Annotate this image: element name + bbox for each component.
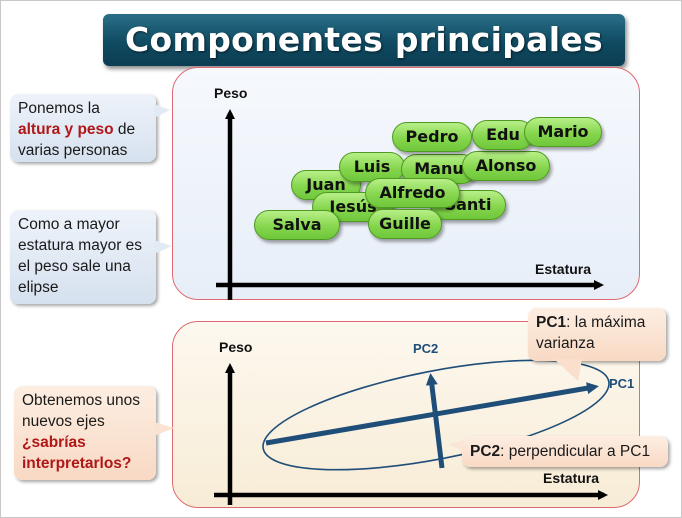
bottom-y-axis-label: Peso <box>219 339 252 355</box>
callout-pc2-text: : perpendicular a PC1 <box>500 443 651 460</box>
callout-height-weight: Ponemos la altura y peso de varias perso… <box>10 94 170 162</box>
callout-height-weight-mid: de <box>113 121 136 138</box>
callout-new-axes: Obtenemos unos nuevos ejes ¿sabrías inte… <box>14 386 174 480</box>
point-luis: Luis <box>339 152 405 182</box>
callout-tail <box>554 359 582 381</box>
point-guille: Guille <box>368 209 442 239</box>
callout-pc2: PC2: perpendicular a PC1 <box>448 436 668 467</box>
callout-height-weight-post: varias personas <box>18 142 128 159</box>
callout-new-axes-highlight: ¿sabrías interpretarlos? <box>22 434 132 472</box>
pc2-label: PC2 <box>413 341 438 356</box>
callout-tail <box>154 104 170 118</box>
top-y-axis-label: Peso <box>214 85 247 101</box>
callout-height-weight-highlight: altura y peso <box>18 121 114 138</box>
callout-pc1-bold: PC1 <box>536 314 567 331</box>
data-ellipse <box>262 359 610 471</box>
callout-pc1-text: : la máxima varianza <box>536 314 646 352</box>
callout-tail <box>154 422 174 436</box>
callout-ellipse-text: Como a mayor estatura mayor es el peso s… <box>18 216 143 296</box>
pc1-label: PC1 <box>609 376 634 391</box>
point-alonso: Alonso <box>462 151 550 181</box>
point-salva: Salva <box>254 210 340 240</box>
callout-pc2-bold: PC2 <box>470 443 501 460</box>
point-alfredo: Alfredo <box>365 178 460 208</box>
callout-tail <box>448 440 464 452</box>
pc2-arrow <box>425 373 445 469</box>
callout-ellipse: Como a mayor estatura mayor es el peso s… <box>10 210 172 304</box>
callout-pc1: PC1: la máxima varianza <box>528 308 666 381</box>
point-santi: Santi <box>430 190 506 220</box>
bottom-x-axis-label: Estatura <box>543 470 599 486</box>
point-edu: Edu <box>472 120 534 150</box>
top-x-axis-label: Estatura <box>535 261 591 277</box>
point-mario: Mario <box>524 117 602 147</box>
point-pedro: Pedro <box>392 122 472 152</box>
callout-new-axes-pre: Obtenemos unos nuevos ejes <box>22 392 141 430</box>
callout-tail <box>154 240 172 254</box>
pc1-arrow <box>265 382 599 446</box>
slide-title: Componentes principales <box>103 14 625 66</box>
callout-height-weight-pre: Ponemos la <box>18 100 100 117</box>
